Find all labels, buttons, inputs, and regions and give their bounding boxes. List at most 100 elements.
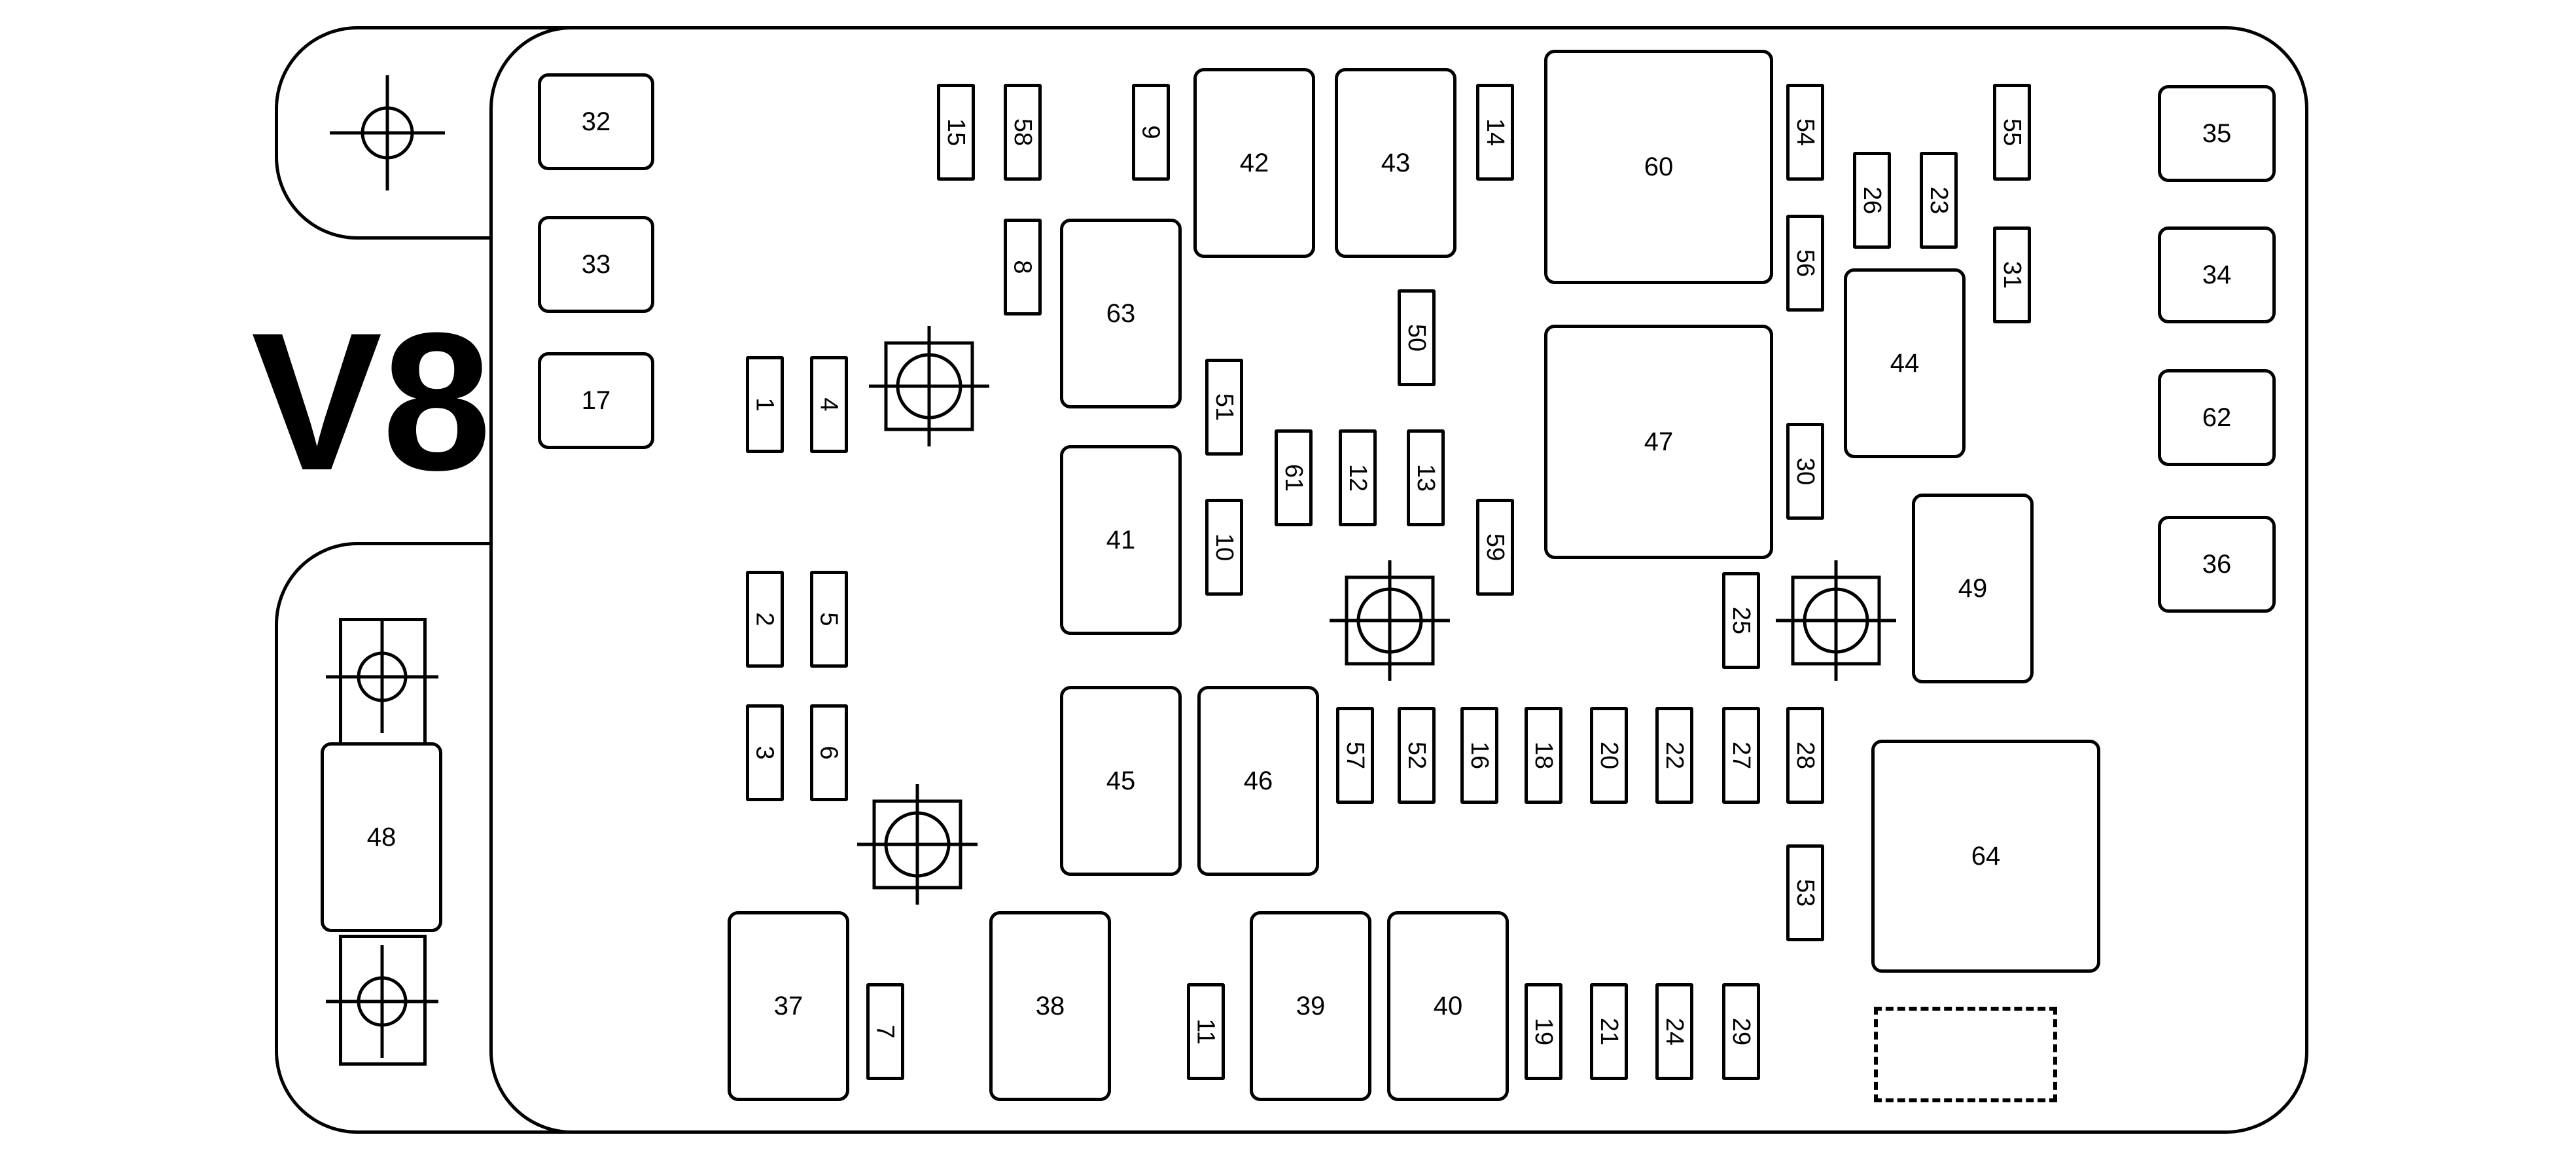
relay-37: 37 — [728, 911, 849, 1101]
relay-44: 44 — [1844, 268, 1966, 458]
fuse-5: 5 — [810, 571, 848, 668]
relay-label: 45 — [1106, 767, 1136, 795]
fuse-1: 1 — [746, 356, 784, 453]
fuse-7: 7 — [866, 983, 904, 1080]
fuse-19: 19 — [1525, 983, 1562, 1080]
relay-label: 17 — [581, 386, 611, 415]
fuse-label: 24 — [1661, 1017, 1688, 1046]
fuse-label: 19 — [1530, 1017, 1557, 1046]
relay-39: 39 — [1250, 911, 1371, 1101]
relay-33: 33 — [538, 216, 654, 313]
relay-label: 34 — [2202, 261, 2232, 289]
relay-label: 42 — [1239, 149, 1269, 177]
empty-slot-dashed — [1874, 1007, 2057, 1102]
fuse-27: 27 — [1722, 707, 1760, 804]
fuse-label: 5 — [815, 612, 843, 626]
fuse-54: 54 — [1786, 84, 1824, 181]
fuse-label: 54 — [1791, 118, 1819, 147]
fuse-label: 58 — [1009, 118, 1036, 147]
fuse-13: 13 — [1407, 429, 1445, 526]
relay-35: 35 — [2158, 85, 2276, 182]
relay-label: 33 — [581, 250, 611, 279]
fuse-6: 6 — [810, 704, 848, 801]
fuse-label: 16 — [1466, 741, 1493, 770]
relay-label: 44 — [1890, 349, 1920, 378]
fuse-label: 6 — [815, 746, 843, 760]
fuse-15: 15 — [937, 84, 975, 181]
fuse-label: 61 — [1280, 463, 1307, 492]
relay-label: 64 — [1971, 842, 2001, 871]
fuse-label: 52 — [1403, 741, 1430, 770]
relay-label: 39 — [1296, 992, 1326, 1020]
fuse-label: 12 — [1344, 463, 1371, 492]
fuse-20: 20 — [1590, 707, 1628, 804]
relay-34: 34 — [2158, 226, 2276, 323]
fuse-11: 11 — [1187, 983, 1225, 1080]
relay-label: 36 — [2202, 550, 2232, 579]
relay-label: 43 — [1381, 149, 1411, 177]
fuse-50: 50 — [1398, 289, 1436, 386]
relay-41: 41 — [1060, 445, 1182, 635]
fuse-label: 26 — [1858, 186, 1886, 215]
fuse-label: 2 — [750, 612, 779, 626]
relay-40: 40 — [1387, 911, 1509, 1101]
fuse-24: 24 — [1655, 983, 1693, 1080]
fuse-label: 21 — [1595, 1017, 1623, 1046]
fuse-label: 15 — [942, 118, 970, 147]
fuse-label: 30 — [1791, 457, 1819, 486]
fuse-8: 8 — [1004, 219, 1042, 316]
fuse-label: 3 — [750, 746, 779, 760]
fuse-28: 28 — [1786, 707, 1824, 804]
fuse-label: 14 — [1481, 118, 1509, 147]
relay-32: 32 — [538, 73, 654, 170]
fuse-label: 1 — [750, 397, 779, 412]
fuse-label: 23 — [1925, 186, 1952, 215]
fuse-55: 55 — [1993, 84, 2031, 181]
relay-64: 64 — [1871, 740, 2100, 973]
fuse-label: 13 — [1412, 463, 1439, 492]
relay-label: 60 — [1644, 153, 1674, 181]
fuse-label: 53 — [1791, 878, 1819, 907]
relay-42: 42 — [1193, 68, 1315, 258]
relay-63: 63 — [1060, 219, 1182, 408]
fuse-14: 14 — [1476, 84, 1514, 181]
fuse-label: 4 — [815, 397, 843, 412]
relay-49: 49 — [1912, 494, 2034, 683]
fuse-label: 56 — [1791, 249, 1819, 278]
fuse-16: 16 — [1460, 707, 1498, 804]
fuse-4: 4 — [810, 356, 848, 453]
fuse-18: 18 — [1525, 707, 1562, 804]
fuse-22: 22 — [1655, 707, 1693, 804]
relay-label: 41 — [1106, 526, 1136, 554]
relay-46: 46 — [1197, 686, 1319, 876]
fuse-31: 31 — [1993, 226, 2031, 323]
fuse-56: 56 — [1786, 215, 1824, 312]
fuse-57: 57 — [1336, 707, 1374, 804]
fuse-label: 51 — [1210, 393, 1238, 422]
fuse-2: 2 — [746, 571, 784, 668]
fuse-59: 59 — [1476, 499, 1514, 596]
mount-tab-lower — [339, 935, 427, 1066]
fuse-26: 26 — [1853, 152, 1891, 249]
fuse-21: 21 — [1590, 983, 1628, 1080]
fuse-label: 10 — [1210, 533, 1238, 562]
relay-label: 63 — [1106, 299, 1136, 328]
relay-48: 48 — [321, 742, 442, 932]
relay-62: 62 — [2158, 369, 2276, 466]
fuse-29: 29 — [1722, 983, 1760, 1080]
fuse-label: 50 — [1403, 323, 1430, 352]
fuse-10: 10 — [1205, 499, 1243, 596]
relay-47: 47 — [1544, 325, 1773, 559]
fuse-23: 23 — [1920, 152, 1958, 249]
fuse-label: 20 — [1595, 741, 1623, 770]
fuse-label: 29 — [1727, 1017, 1755, 1046]
fuse-label: 31 — [1998, 261, 2026, 289]
fuse-label: 8 — [1008, 260, 1036, 274]
fuse-12: 12 — [1339, 429, 1377, 526]
relay-label: 49 — [1958, 574, 1988, 603]
fuse-52: 52 — [1398, 707, 1436, 804]
relay-43: 43 — [1335, 68, 1456, 258]
fuse-label: 55 — [1998, 118, 2026, 147]
fuse-58: 58 — [1004, 84, 1042, 181]
fuse-label: 27 — [1727, 741, 1755, 770]
